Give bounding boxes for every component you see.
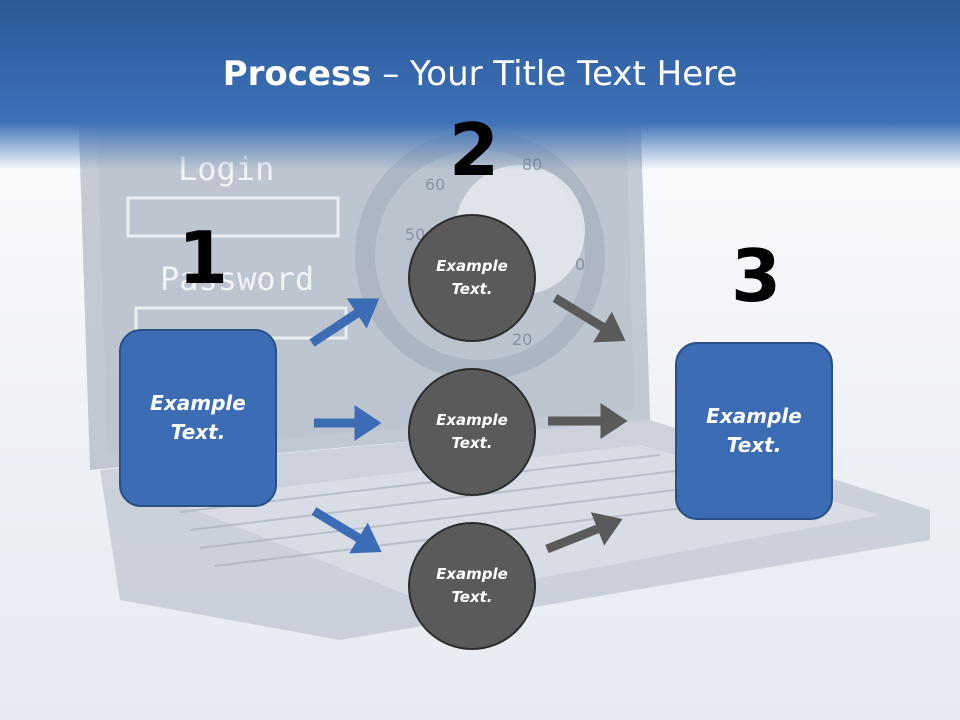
step-number-2: 2 [449,108,500,192]
arrow-blue-down [311,507,382,554]
password-label: Password [160,260,314,298]
step-number-1: 1 [178,216,229,300]
dial-number: 20 [512,330,532,349]
arrow-blue-up [309,298,380,347]
dial-number: 0 [575,255,585,274]
title-rest: – Your Title Text Here [371,54,738,94]
right-box: Example Text. [675,342,833,520]
dial-number: 60 [425,175,445,194]
step-number-3: 3 [731,234,782,318]
arrow-gray-down [552,294,626,343]
circle-top: Example Text. [408,214,536,342]
title-band [0,0,960,170]
circle-bottom: Example Text. [408,522,536,650]
slide-title: Process – Your Title Text Here [0,54,960,94]
arrow-gray-up [545,512,623,554]
title-bold: Process [222,54,372,94]
circle-middle: Example Text. [408,368,536,496]
left-box: Example Text. [119,329,277,507]
